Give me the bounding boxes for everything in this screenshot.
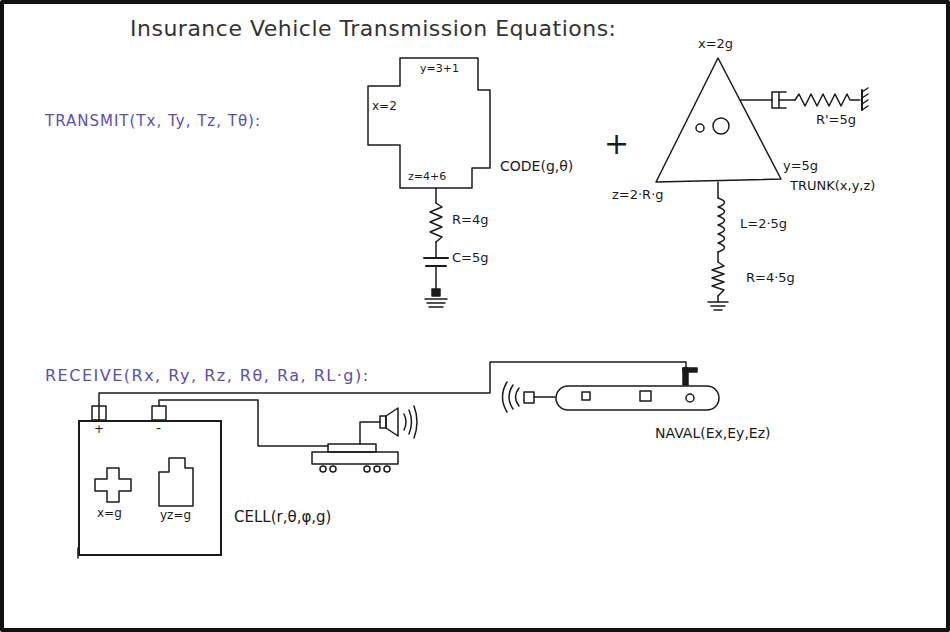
sonar-symbol	[524, 392, 534, 403]
node-text: NAVAL(Ex,Ey,Ez)	[655, 425, 771, 442]
plus-sign: +	[604, 126, 629, 162]
spring-symbol	[795, 94, 860, 106]
terminal-symbol	[152, 406, 166, 420]
node-text: x=g	[97, 506, 122, 520]
cell-box: CELL(r,θ,φ,g)x=gyz=g	[78, 420, 222, 556]
terminal-sign: +	[94, 422, 104, 436]
terminal-sign: -	[156, 420, 161, 437]
naval-vessel: NAVAL(Ex,Ey,Ez)	[555, 385, 720, 411]
resistor-symbol	[430, 203, 442, 242]
code-circuit	[424, 188, 448, 307]
component-value: R=4·5g	[746, 270, 795, 286]
wire	[159, 400, 328, 446]
node-text: TRUNK(x,y,z)	[790, 178, 875, 194]
trunk-damper	[740, 88, 868, 110]
resistor-symbol	[712, 262, 724, 296]
node-text: z=4+6	[408, 170, 446, 183]
node-text: x=2g	[698, 36, 733, 52]
cell-terminals	[78, 400, 328, 558]
node-text: yz=g	[160, 508, 191, 522]
component-value: C=5g	[452, 250, 489, 266]
node-text: x=2	[372, 99, 397, 113]
naval-details	[503, 368, 698, 412]
wall-symbol	[861, 90, 863, 110]
node-text: z=2·R·g	[612, 187, 664, 203]
node-outline	[655, 57, 782, 183]
node-text: y=5g	[783, 158, 818, 174]
inductor-symbol	[718, 198, 725, 252]
signal-name: RECEIVE(Rx, Ry, Rz, Rθ, Ra, RL·g):	[45, 366, 370, 385]
ground-symbol	[432, 289, 440, 296]
component-value: L=2·5g	[740, 216, 787, 232]
component-value: R'=5g	[816, 112, 856, 128]
ground-symbol	[708, 301, 728, 303]
diagram-title: Insurance Vehicle Transmission Equations…	[130, 16, 617, 42]
component-value: R=4g	[452, 212, 488, 228]
node-outline	[555, 385, 720, 411]
trunk-triangle: x=2gy=5gz=2·R·gTRUNK(x,y,z)	[655, 57, 782, 183]
vehicle-icon	[312, 406, 417, 472]
node-text: y=3+1	[420, 62, 459, 75]
trunk-circuit	[708, 182, 728, 310]
code-shape: x=2y=3+1z=4+6CODE(g,θ)	[368, 56, 492, 190]
cross-shape: x=g	[95, 468, 131, 522]
signal-name: TRANSMIT(Tx, Ty, Tz, Tθ):	[45, 112, 261, 130]
node-text: CELL(r,θ,φ,g)	[234, 508, 331, 526]
node-text: CODE(g,θ)	[500, 158, 573, 175]
capacitor-symbol	[424, 257, 448, 259]
step-shape: yz=g	[158, 454, 202, 524]
speaker-symbol	[380, 416, 386, 428]
node-outline	[368, 56, 492, 190]
